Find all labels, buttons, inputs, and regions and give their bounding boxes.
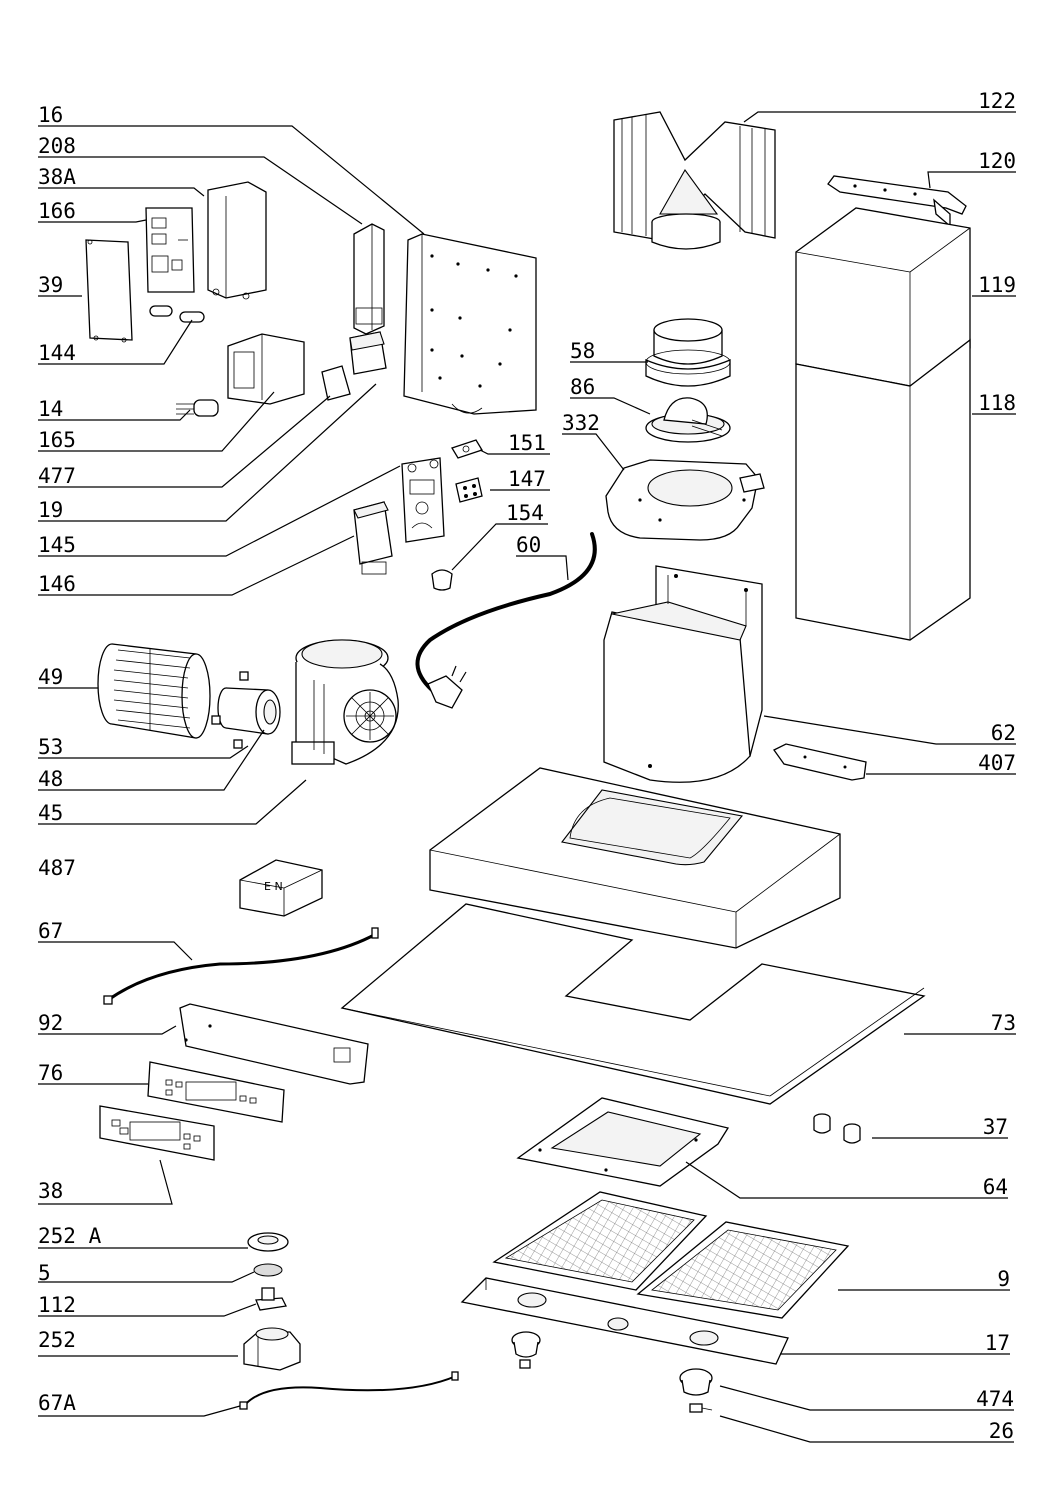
part-120-bracket <box>827 175 967 228</box>
part-76-display-board <box>147 1061 285 1123</box>
part-16-mounting-plate <box>403 233 537 415</box>
part-252A-ring <box>247 1232 289 1252</box>
part-252-lamp-housing <box>243 1327 301 1371</box>
part-332-adapter-plate <box>605 459 765 541</box>
callout-37: 37 <box>983 1115 1008 1139</box>
part-147-terminal-block <box>455 477 483 503</box>
part-86-flap-valve <box>645 397 731 443</box>
callout-487: 487 <box>38 856 76 880</box>
callout-39: 39 <box>38 273 63 297</box>
part-118-lower-chimney <box>795 338 971 641</box>
callout-73: 73 <box>991 1011 1016 1035</box>
part-45-blower <box>291 639 399 765</box>
part-146-relay-box <box>353 501 393 575</box>
callout-208: 208 <box>38 134 76 158</box>
part-17-light-panel <box>460 1277 789 1365</box>
callout-407: 407 <box>978 751 1016 775</box>
callout-38: 38 <box>38 1179 63 1203</box>
callout-38A: 38A <box>38 165 76 189</box>
callout-26: 26 <box>989 1419 1014 1443</box>
part-48-nut <box>233 739 243 749</box>
callout-76: 76 <box>38 1061 63 1085</box>
callout-67: 67 <box>38 919 63 943</box>
callout-58: 58 <box>570 339 595 363</box>
callout-5: 5 <box>38 1261 51 1285</box>
part-hood-body <box>429 767 841 949</box>
callout-119: 119 <box>978 273 1016 297</box>
part-39-cover <box>85 239 133 343</box>
part-145-circuit-board <box>401 457 445 543</box>
callout-477: 477 <box>38 464 76 488</box>
callout-145: 145 <box>38 533 76 557</box>
part-26-bulb <box>689 1403 713 1413</box>
part-112-socket <box>255 1287 287 1311</box>
callout-14: 14 <box>38 397 63 421</box>
part-122-duct-connector <box>613 111 776 250</box>
callout-166: 166 <box>38 199 76 223</box>
part-64-filter-frame <box>516 1097 730 1187</box>
callout-147: 147 <box>508 467 546 491</box>
part-407-bracket <box>773 743 867 781</box>
callout-252A: 252 A <box>38 1224 102 1248</box>
part-487-box: E N <box>239 859 323 917</box>
callout-252: 252 <box>38 1328 76 1352</box>
leader-lines <box>38 111 1016 1443</box>
part-58-collar <box>645 318 731 387</box>
callout-146: 146 <box>38 572 76 596</box>
callout-154: 154 <box>506 501 544 525</box>
callout-49: 49 <box>38 665 63 689</box>
callout-144: 144 <box>38 341 76 365</box>
callout-9: 9 <box>997 1267 1010 1291</box>
callout-48: 48 <box>38 767 63 791</box>
part-92-bracket <box>179 1003 369 1085</box>
callout-62: 62 <box>991 721 1016 745</box>
part-165-box <box>227 333 305 405</box>
part-14-capacitor <box>176 399 219 417</box>
callout-122: 122 <box>978 89 1016 113</box>
part-5-lens <box>253 1263 283 1277</box>
part-37-knobs <box>813 1113 861 1144</box>
callout-151: 151 <box>508 431 546 455</box>
part-lamp-holder-left <box>511 1331 541 1369</box>
callout-112: 112 <box>38 1293 76 1317</box>
callout-64: 64 <box>983 1175 1008 1199</box>
callout-60: 60 <box>516 533 541 557</box>
part-154-clip <box>431 569 453 591</box>
part-38-control-panel <box>99 1105 215 1161</box>
callout-17: 17 <box>985 1331 1010 1355</box>
callout-165: 165 <box>38 428 76 452</box>
callout-16: 16 <box>38 103 63 127</box>
part-144-grommets <box>149 305 205 323</box>
part-62-motor-housing <box>603 565 763 783</box>
part-53-motor <box>211 671 281 735</box>
part-9-grease-filters <box>492 1191 850 1319</box>
callout-120: 120 <box>978 149 1016 173</box>
part-151-connector <box>451 439 483 459</box>
part-49-fan-wheel <box>97 643 211 739</box>
part-166-pcb <box>145 207 195 293</box>
part-474-lamp-holder <box>679 1368 713 1396</box>
callout-67A: 67A <box>38 1391 76 1415</box>
callout-474: 474 <box>976 1387 1014 1411</box>
callout-118: 118 <box>978 391 1016 415</box>
part-477-cover <box>321 365 351 401</box>
callout-19: 19 <box>38 498 63 522</box>
part-19-switch <box>349 331 387 375</box>
part-60-power-cord <box>415 532 597 709</box>
part-487-marks: E N <box>264 880 283 893</box>
part-208-ballast <box>353 223 385 335</box>
callout-labels: 16 208 38A 166 39 144 14 165 477 19 145 … <box>38 89 1016 1443</box>
part-73-bottom-panel <box>340 903 926 1105</box>
callout-86: 86 <box>570 375 595 399</box>
part-38A-housing <box>207 181 267 300</box>
callout-332: 332 <box>562 411 600 435</box>
part-67A-wire <box>239 1371 459 1410</box>
part-67-wire <box>103 927 379 1005</box>
callout-92: 92 <box>38 1011 63 1035</box>
callout-53: 53 <box>38 735 63 759</box>
callout-45: 45 <box>38 801 63 825</box>
